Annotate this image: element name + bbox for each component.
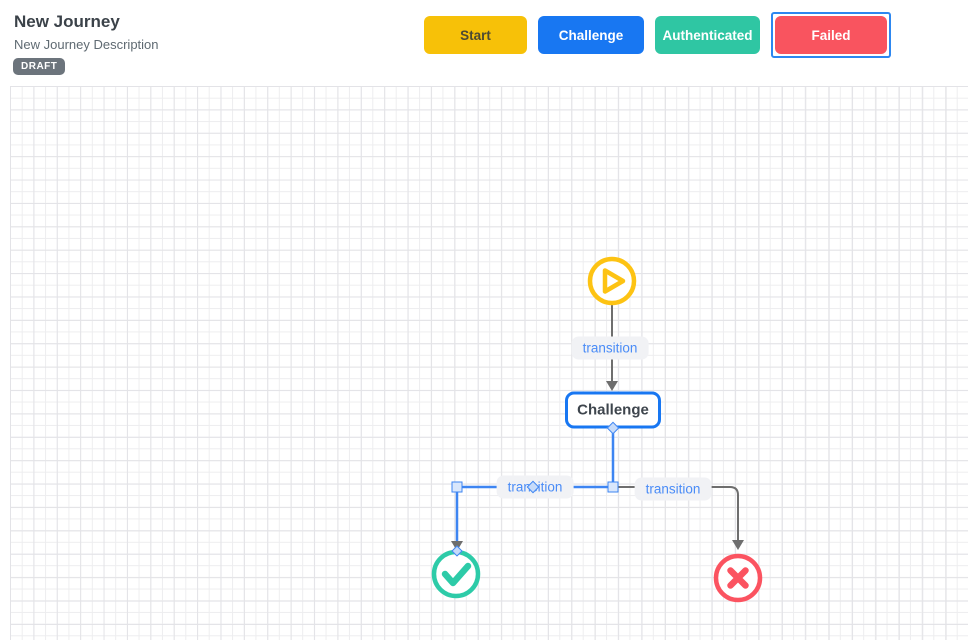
edge-label-transition-3[interactable]: transition (634, 477, 712, 501)
selection-outline: Failed (771, 12, 891, 58)
edge-label-transition-1[interactable]: transition (571, 336, 649, 360)
authenticated-state-button[interactable]: Authenticated (655, 16, 760, 54)
start-state-button[interactable]: Start (424, 16, 527, 54)
page-title: New Journey (14, 12, 120, 31)
edge-corner-handle[interactable] (451, 481, 463, 493)
challenge-state-button[interactable]: Challenge (538, 16, 644, 54)
edge-bend-handle[interactable] (607, 481, 619, 493)
state-palette: Start Challenge Authenticated Failed (424, 12, 891, 58)
canvas[interactable] (10, 86, 968, 640)
status-badge: DRAFT (13, 58, 66, 75)
failed-state-button[interactable]: Failed (775, 16, 887, 54)
page-subtitle: New Journey Description (14, 37, 159, 52)
header: New Journey New Journey Description DRAF… (0, 0, 978, 86)
